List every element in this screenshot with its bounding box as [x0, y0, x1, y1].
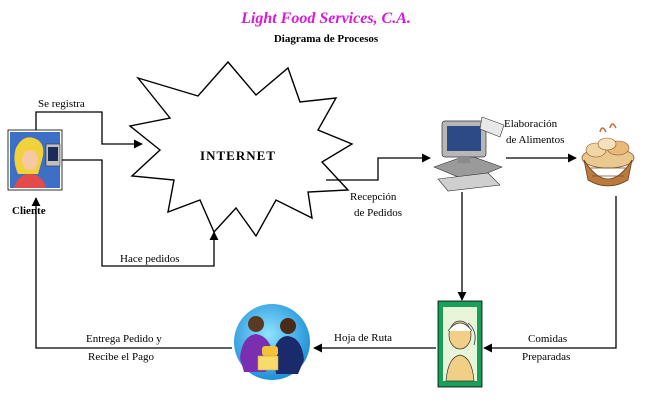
handshake-meeting-icon: [234, 304, 310, 380]
recepcion-label-line1: Recepción: [350, 191, 397, 203]
elaboracion-label-line2: de Alimentos: [506, 134, 564, 146]
starburst-shape: [128, 60, 354, 238]
hace-pedidos-label: Hace pedidos: [120, 253, 180, 265]
page-title: Light Food Services, C.A.: [240, 10, 411, 27]
person-at-computer-icon: [7, 129, 63, 191]
internet-label: INTERNET: [200, 148, 276, 163]
edge-comidas-preparadas: [483, 196, 617, 353]
entrega-label-line1: Entrega Pedido y: [86, 333, 162, 345]
edge-entrega-pedido: [31, 197, 232, 349]
edge-hace-pedidos: [62, 159, 219, 267]
elaboracion-label-line1: Elaboración: [504, 118, 558, 130]
internet-node: INTERNET: [128, 60, 354, 238]
comidas-label-line1: Comidas: [528, 333, 567, 345]
bread-basket-icon: [581, 123, 635, 187]
client-label: Cliente: [12, 205, 46, 217]
edge-se-registra: [35, 111, 143, 149]
computer-workstation-icon: [433, 116, 505, 192]
page-subtitle: Diagrama de Procesos: [274, 33, 379, 45]
se-registra-label: Se registra: [38, 98, 85, 110]
delivery-person-portrait-icon: [437, 300, 483, 388]
entrega-label-line2: Recibe el Pago: [88, 351, 154, 363]
edge-internet-recepcion: [326, 153, 431, 181]
hoja-de-ruta-label: Hoja de Ruta: [334, 332, 392, 344]
recepcion-label-line2: de Pedidos: [354, 207, 402, 219]
comidas-label-line2: Preparadas: [522, 351, 570, 363]
